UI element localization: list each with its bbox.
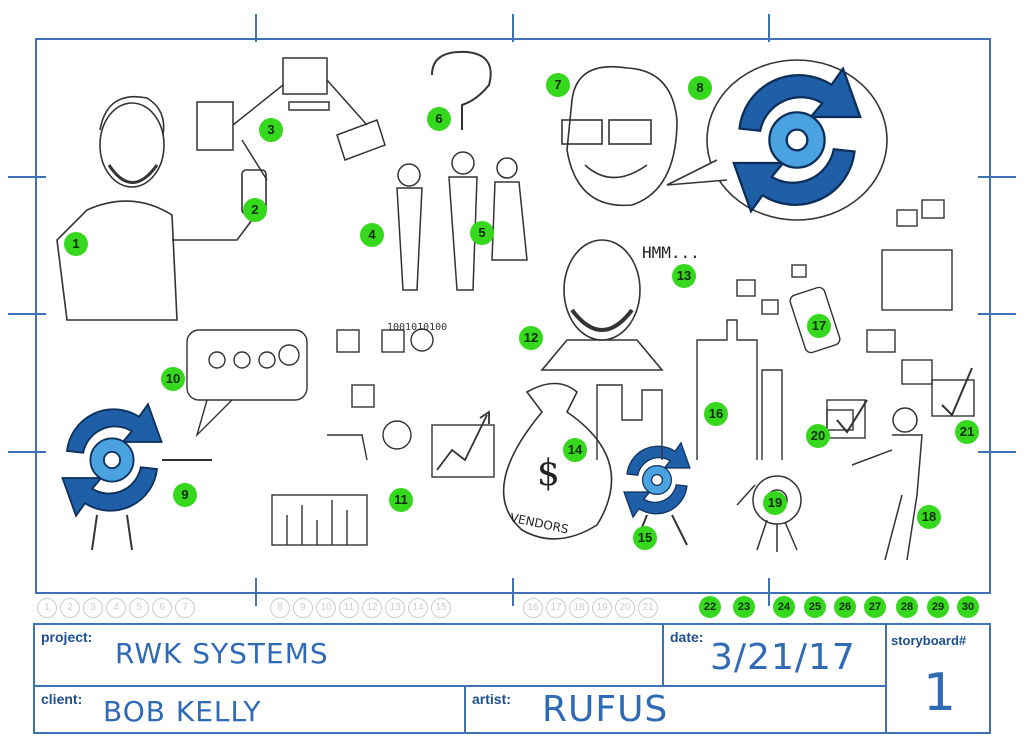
scene-marker: 16 [704,402,728,426]
scene-marker: 14 [563,438,587,462]
frame-tick [255,578,257,606]
storyboard-label: storyboard# [891,633,967,648]
project-cell: project: RWK SYSTEMS [33,623,664,687]
storyboard-scene: HMM... 1001010100 VENDORS $ [56,50,975,561]
timeline-marker-faded: 8 [270,598,290,618]
project-value: RWK SYSTEMS [115,637,329,670]
timeline-marker-faded: 9 [293,598,313,618]
timeline-marker-faded: 20 [615,598,635,618]
timeline-marker-active: 29 [927,596,949,618]
scene-marker: 10 [161,367,185,391]
frame-tick [768,14,770,42]
scene-marker: 9 [173,483,197,507]
storyboard-cell: storyboard# 1 [885,623,991,734]
bearded-man-portrait [540,239,664,371]
timeline-marker-faded: 1 [37,598,57,618]
timeline-marker-faded: 2 [60,598,80,618]
timeline-marker-faded: 12 [362,598,382,618]
scene-marker: 4 [360,223,384,247]
frame-tick [8,313,46,315]
project-label: project: [41,629,93,645]
scene-marker: 18 [917,505,941,529]
vendors-bag-sketch: VENDORS $ [502,382,613,540]
timeline-marker-active: 28 [896,596,918,618]
timeline-marker-faded: 15 [431,598,451,618]
client-label: client: [41,691,83,707]
timeline-marker-faded: 21 [638,598,658,618]
vendors-text: VENDORS [509,510,570,536]
frame-tick [978,176,1016,178]
timeline-marker-active: 26 [834,596,856,618]
scene-marker: 3 [259,118,283,142]
artist-value: RUFUS [542,689,669,730]
flowchart-sketch [186,328,495,546]
timeline-marker-active: 23 [733,596,755,618]
presenter-sketch [736,407,923,561]
scene-marker: 21 [955,420,979,444]
glasses-man-sketch [561,65,678,207]
scene-marker: 11 [389,488,413,512]
frame-tick [8,451,46,453]
frame-tick [768,578,770,606]
scene-marker: 12 [519,326,543,350]
title-block: project: RWK SYSTEMS date: 3/21/17 story… [33,623,991,734]
team-sketch [396,50,528,291]
scene-marker: 8 [688,76,712,100]
timeline-marker-faded: 7 [175,598,195,618]
speech-bubble-logo [666,59,888,221]
frame-tick [978,313,1016,315]
timeline-marker-faded: 14 [408,598,428,618]
scene-marker: 2 [243,198,267,222]
timeline-marker-active: 25 [804,596,826,618]
timeline-marker-faded: 13 [385,598,405,618]
timeline-marker-active: 24 [773,596,795,618]
timeline-marker-faded: 4 [106,598,126,618]
man-with-phone-sketch [56,96,267,321]
client-value: BOB KELLY [103,695,262,728]
client-cell: client: BOB KELLY [33,685,466,734]
frame-tick [255,14,257,42]
timeline-marker-faded: 10 [316,598,336,618]
devices-sketch [196,57,386,181]
date-value: 3/21/17 [710,637,856,678]
timeline-marker-faded: 6 [152,598,172,618]
binary-decoration: 1001010100 [387,322,447,333]
svg-text:$: $ [537,453,560,494]
scene-marker: 13 [672,264,696,288]
logo-mascot-running [623,442,691,546]
timeline-marker-faded: 16 [523,598,543,618]
artist-label: artist: [472,691,511,707]
frame-tick [978,451,1016,453]
timeline-marker-faded: 5 [129,598,149,618]
scene-marker: 1 [64,232,88,256]
timeline-marker-active: 22 [699,596,721,618]
logo-mascot-left [61,403,212,551]
scene-marker: 20 [806,424,830,448]
scene-marker: 6 [427,107,451,131]
timeline-marker-faded: 17 [546,598,566,618]
frame-tick [8,176,46,178]
frame-tick [512,578,514,606]
timeline-marker-faded: 18 [569,598,589,618]
timeline-marker-faded: 11 [339,598,359,618]
frame-tick [512,14,514,42]
city-skyline-sketch [596,319,783,460]
date-label: date: [670,629,704,645]
scene-marker: 19 [763,491,787,515]
scene-marker: 7 [546,73,570,97]
artist-cell: artist: RUFUS [464,685,887,734]
timeline-marker-faded: 19 [592,598,612,618]
timeline-marker-active: 27 [864,596,886,618]
device-cloud-sketch [736,199,975,439]
date-cell: date: 3/21/17 [662,623,887,687]
storyboard-value: 1 [923,663,958,723]
timeline-marker-active: 30 [957,596,979,618]
hmm-text: HMM... [642,243,700,262]
timeline-marker-faded: 3 [83,598,103,618]
scene-marker: 5 [470,221,494,245]
scene-marker: 15 [633,526,657,550]
scene-marker: 17 [807,314,831,338]
